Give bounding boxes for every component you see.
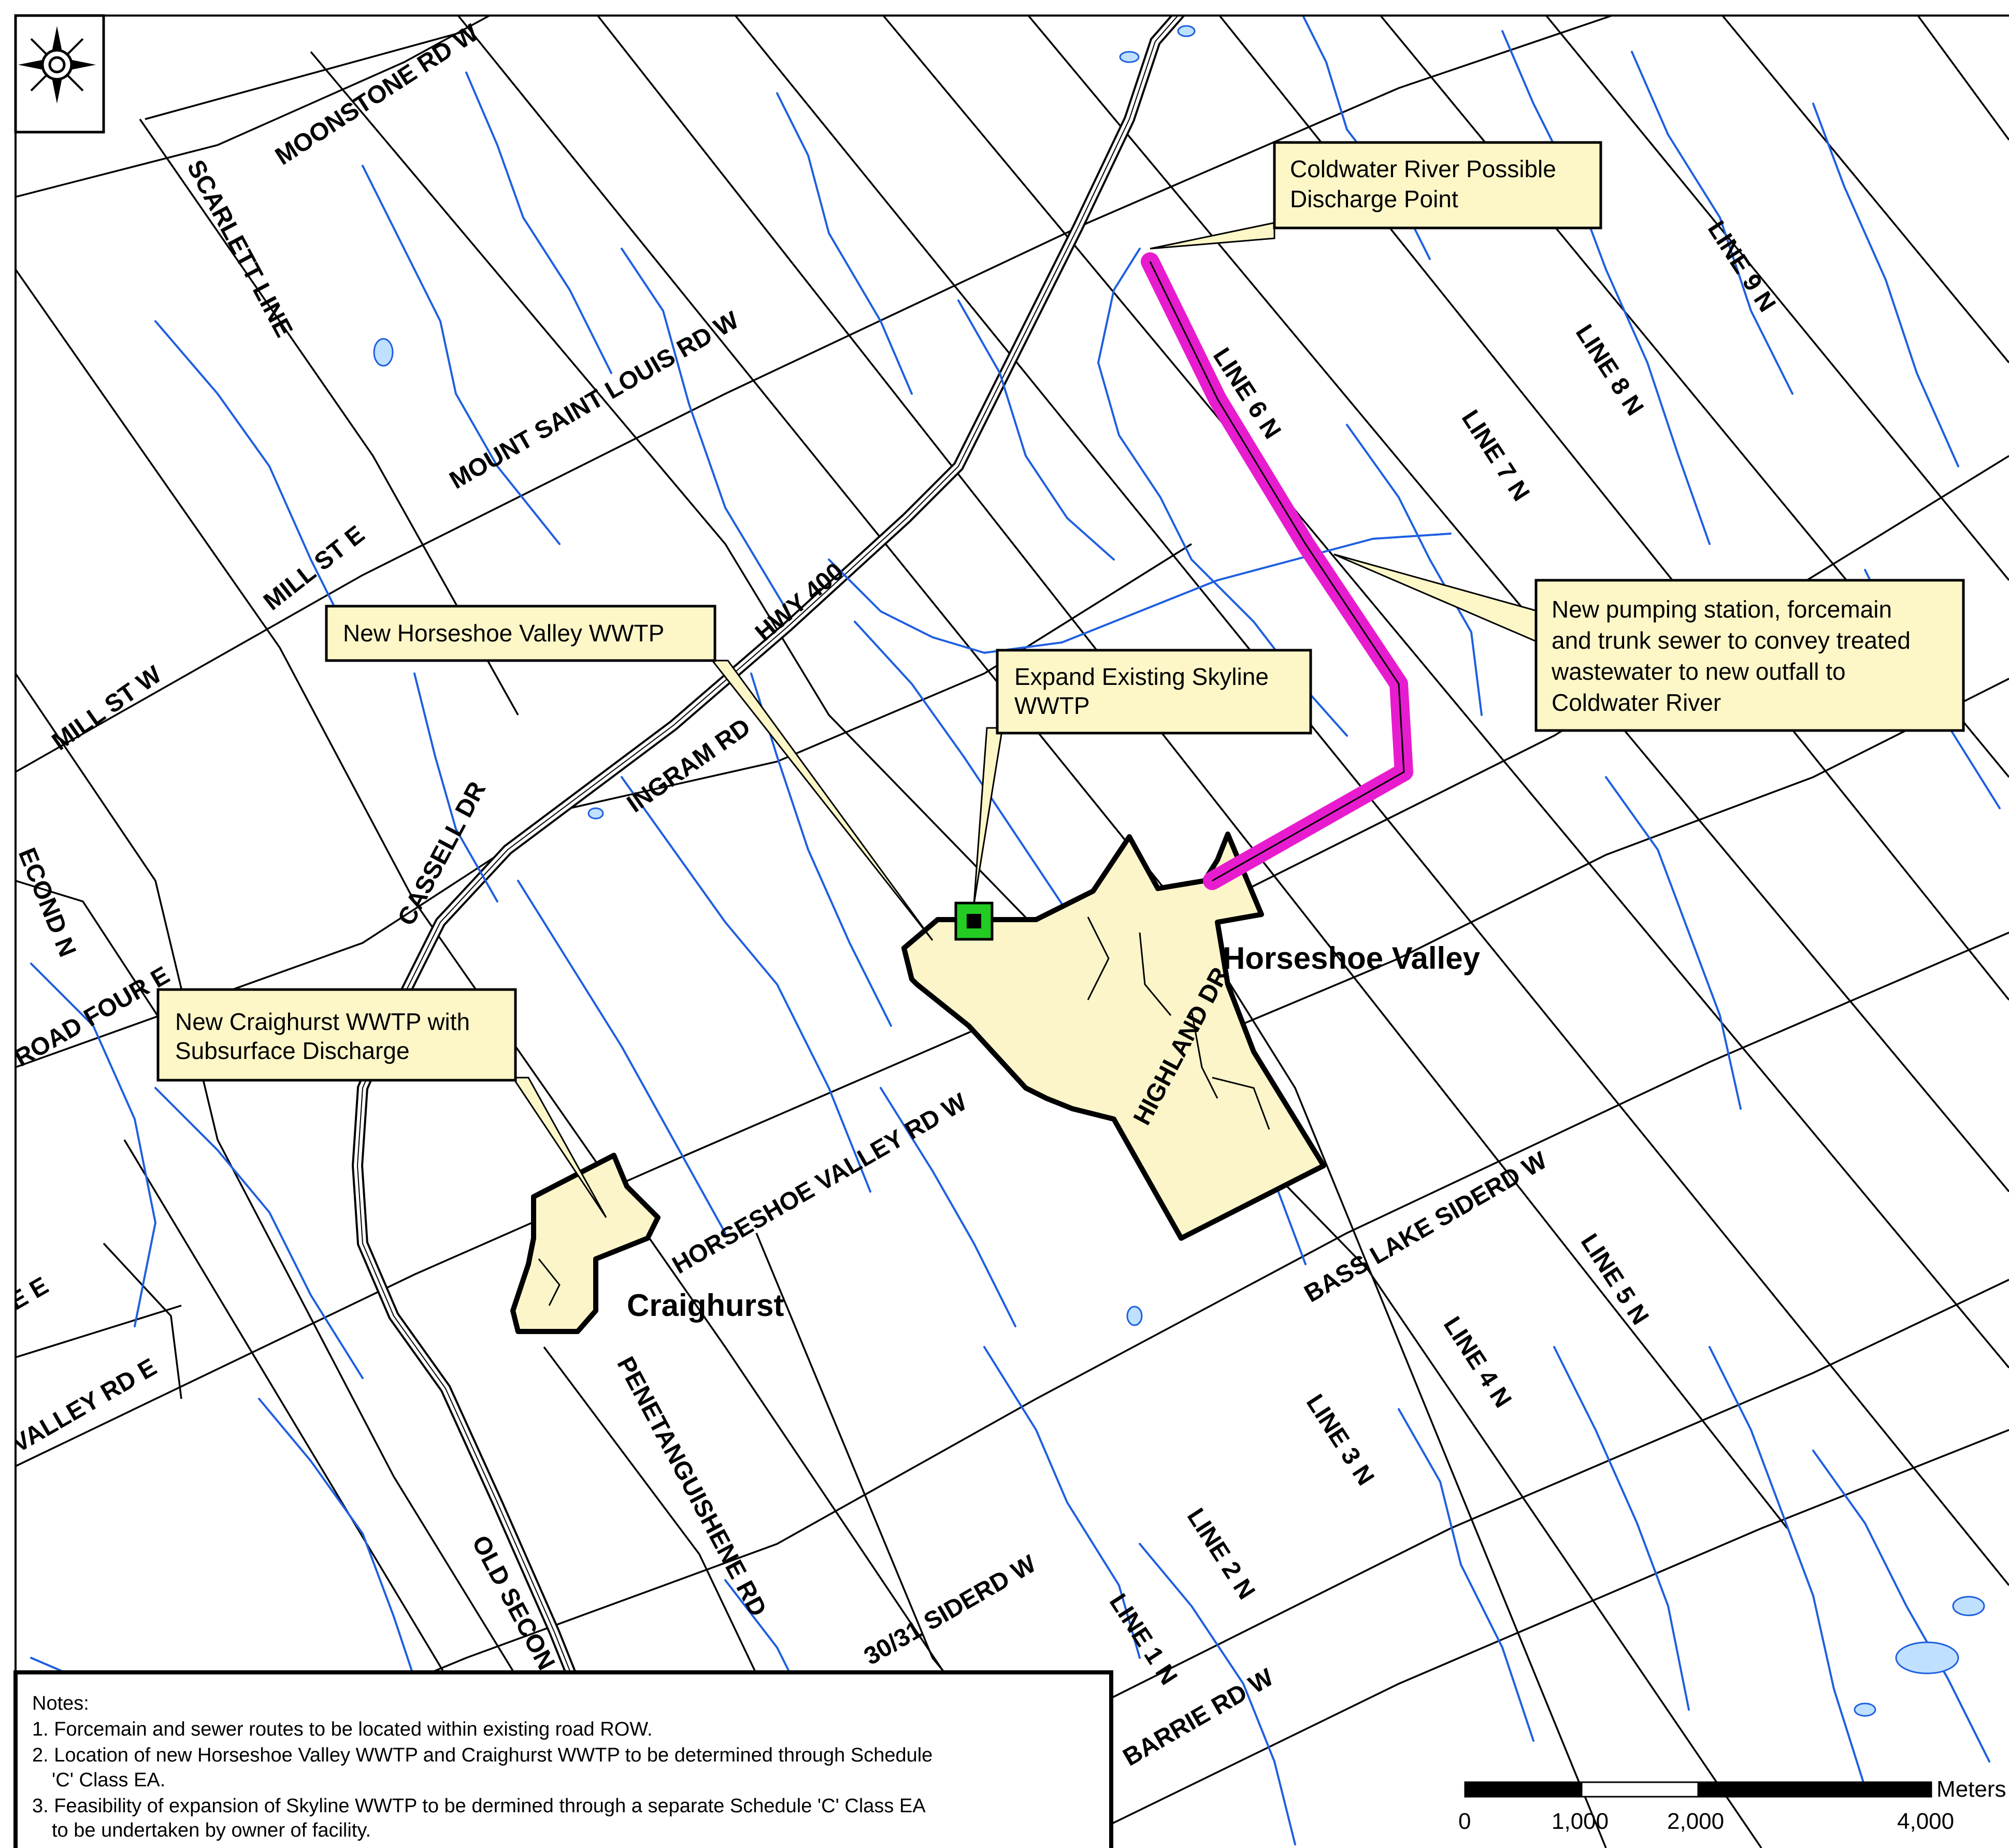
callout-coldwater-line-1: Coldwater River Possible [1290, 155, 1556, 182]
callout-craighurst-line-1: New Craighurst WWTP with [175, 1008, 470, 1035]
callout-pumping-line-2: and trunk sewer to convey treated [1552, 627, 1911, 654]
scale-bar: Meters 0 1,000 2,000 4,000 [1458, 1777, 2006, 1834]
notes-panel: Notes: 1. Forcemain and sewer routes to … [13, 1670, 1113, 1848]
scale-bar-unit: Meters [1936, 1777, 2006, 1802]
highway-400 [351, 16, 1186, 1848]
callout-craighurst-wwtp: New Craighurst WWTP with Subsurface Disc… [156, 988, 517, 1082]
map-frame [15, 15, 2009, 1848]
callout-coldwater-line-2: Discharge Point [1290, 185, 1458, 212]
place-label-craighurst: Craighurst [627, 1288, 784, 1323]
callout-horseshoe-wwtp-line-1: New Horseshoe Valley WWTP [343, 620, 664, 647]
callout-pumping-line-3: wastewater to new outfall to [1551, 658, 1846, 685]
callout-craighurst-line-2: Subsurface Discharge [175, 1037, 410, 1064]
settlement-horseshoe-valley [901, 832, 1326, 1241]
place-label-horseshoe-valley: Horseshoe Valley [1223, 941, 1481, 976]
notes-line-5: to be undertaken by owner of facility. [52, 1820, 371, 1841]
callout-skyline: Expand Existing Skyline WWTP [996, 649, 1312, 735]
notes-line-2: 2. Location of new Horseshoe Valley WWTP… [32, 1744, 932, 1766]
scale-bar-tick-1000: 1,000 [1552, 1809, 1609, 1834]
callout-pumping-station: New pumping station, forcemain and trunk… [1534, 579, 1965, 732]
streams [30, 16, 2001, 1845]
notes-line-1: 1. Forcemain and sewer routes to be loca… [32, 1718, 653, 1740]
callout-skyline-line-2: WWTP [1014, 692, 1090, 719]
scale-bar-tick-0: 0 [1458, 1809, 1471, 1834]
notes-line-3: 'C' Class EA. [52, 1769, 165, 1791]
callout-skyline-line-1: Expand Existing Skyline [1014, 663, 1269, 690]
settlement-craighurst [510, 1153, 661, 1334]
scale-bar-tick-2000: 2,000 [1667, 1809, 1724, 1834]
compass-north-arrow-icon [14, 14, 105, 134]
notes-title: Notes: [32, 1693, 89, 1714]
callout-horseshoe-wwtp: New Horseshoe Valley WWTP [325, 605, 716, 662]
lakes [373, 25, 1985, 1717]
scale-bar-tick-4000: 4,000 [1897, 1809, 1954, 1834]
notes-line-4: 3. Feasibility of expansion of Skyline W… [32, 1795, 926, 1817]
callout-pumping-line-1: New pumping station, forcemain [1552, 596, 1892, 623]
skyline-wwtp-marker[interactable] [954, 901, 994, 941]
callout-coldwater: Coldwater River Possible Discharge Point [1273, 141, 1602, 230]
callout-pumping-line-4: Coldwater River [1552, 689, 1721, 716]
callout-leaders [511, 222, 1540, 1218]
